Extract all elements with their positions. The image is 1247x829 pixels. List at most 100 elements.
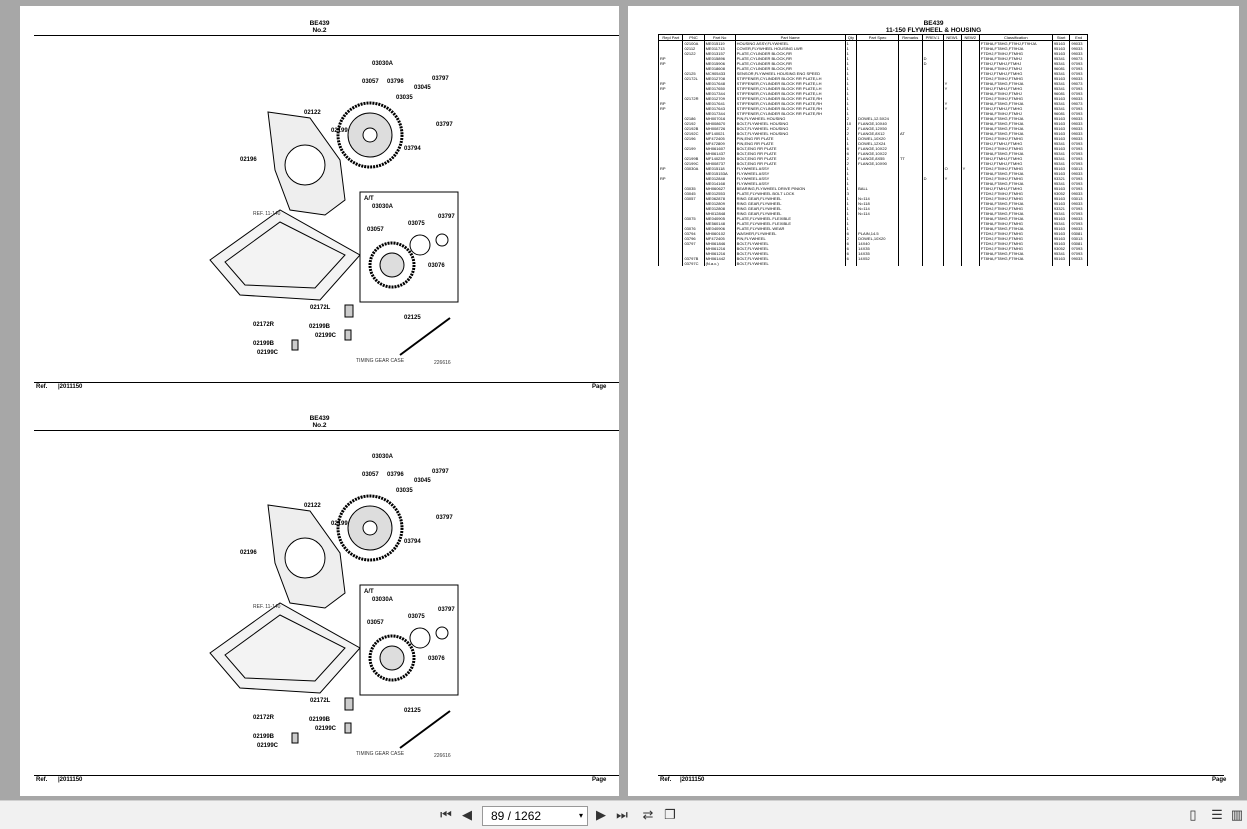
table-cell (856, 66, 899, 71)
table-cell (856, 171, 899, 176)
copy-pages-icon[interactable]: ❐ (664, 807, 676, 822)
viewer-toolbar: ⏮ ◀ 89 / 1262 ▾ ▶ ⏭ ⇄ ❐ ▯ ☰ ▥ (0, 800, 1247, 829)
column-header: Repl Part (657, 34, 684, 41)
table-cell: FT8HA,FT8HG,FT9HJA (978, 251, 1053, 256)
table-cell: 97093 (1069, 246, 1088, 251)
table-cell: Y (942, 101, 962, 106)
table-cell: FT8HA,FTMHJ,FTMHG (978, 221, 1053, 226)
table-cell: RP (657, 101, 684, 106)
table-cell (942, 126, 962, 131)
table-cell (657, 126, 684, 131)
table-cell (960, 181, 980, 186)
table-cell (657, 256, 684, 261)
table-cell: 03797 (682, 241, 705, 246)
table-cell (856, 106, 899, 111)
right-page: BE439 11-150 FLYWHEEL & HOUSING Repl Par… (628, 6, 1239, 796)
table-cell (942, 96, 962, 101)
two-page-view-icon[interactable]: ▥ (1230, 807, 1244, 822)
table-cell: 99073 (1069, 56, 1088, 61)
table-cell (856, 181, 899, 186)
table-cell (682, 181, 705, 186)
table-cell: FTDHJ,FTMHJ,FTMHG (978, 236, 1053, 241)
table-cell (960, 96, 980, 101)
table-cell: 97093 (1069, 161, 1088, 166)
table-cell (657, 241, 684, 246)
table-cell: MH061607 (703, 146, 736, 151)
callout: 02199 (331, 521, 348, 527)
table-cell: 1 (844, 51, 858, 56)
table-cell (856, 96, 899, 101)
table-cell (942, 76, 962, 81)
table-cell (960, 186, 980, 191)
table-cell (856, 101, 899, 106)
table-cell: FT8HJ,FTMHJ,FTMHG (978, 186, 1053, 191)
page-number-selector[interactable]: 89 / 1262 ▾ (482, 806, 588, 826)
table-cell: N=118 (856, 201, 899, 206)
table-cell (856, 166, 899, 171)
table-cell: 99033 (1069, 256, 1088, 261)
table-cell: ME015119 (703, 40, 736, 46)
table-cell: 99033 (1069, 131, 1088, 136)
page-label-right: Page (1212, 777, 1227, 783)
table-cell (942, 261, 962, 266)
table-cell: 02100A (682, 40, 705, 46)
first-page-icon[interactable]: ⏮ (440, 807, 452, 822)
table-cell: 99033 (1069, 191, 1088, 196)
table-cell: 97093 (1069, 66, 1088, 71)
table-cell: N=114 (856, 211, 899, 216)
single-page-view-icon[interactable]: ▯ (1189, 807, 1197, 822)
table-cell (682, 66, 705, 71)
table-cell (960, 51, 980, 56)
table-cell: 2 (844, 131, 858, 136)
table-cell: RP (657, 81, 684, 86)
table-cell: 97093 (1069, 111, 1088, 116)
table-cell: 1 (844, 226, 858, 231)
table-cell: 99033 (1069, 136, 1088, 141)
table-cell (942, 191, 962, 196)
rotate-pages-icon[interactable]: ⇄ (642, 807, 654, 822)
continuous-view-icon[interactable]: ☰ (1211, 807, 1223, 822)
next-page-icon[interactable]: ▶ (596, 807, 606, 822)
table-cell: MF140021 (703, 131, 736, 136)
table-cell: 02199 (682, 146, 705, 151)
table-cell (657, 91, 684, 96)
table-cell (682, 86, 705, 91)
table-cell: 97093 (1069, 181, 1088, 186)
ref-label-right: Ref. (660, 777, 672, 783)
table-cell (657, 96, 684, 101)
table-cell (942, 136, 962, 141)
table-cell: 99033 (1069, 171, 1088, 176)
table-cell (960, 126, 980, 131)
table-cell: N=114 (856, 206, 899, 211)
table-cell (657, 186, 684, 191)
table-cell (960, 146, 980, 151)
table-cell: MH008737 (703, 161, 736, 166)
table-cell: 1 (844, 196, 858, 201)
last-page-icon[interactable]: ⏭ (616, 807, 628, 822)
table-cell: FLANGE,10X22 (856, 146, 899, 151)
table-cell: 02196 (682, 136, 705, 141)
prev-page-icon[interactable]: ◀ (462, 807, 472, 822)
callout: 02199B (309, 324, 331, 330)
table-cell: FT8HA,FT8HG,FT9HJA (978, 131, 1053, 136)
table-cell (657, 236, 684, 241)
table-cell: FT8HA,FT8HG,FT9HJA (978, 121, 1053, 126)
table-cell: 97093 (1069, 146, 1088, 151)
table-cell: ME015153A (703, 171, 736, 176)
table-cell (856, 91, 899, 96)
table-cell (657, 116, 684, 121)
column-header: Part No (703, 34, 736, 41)
callout: 03797 (438, 607, 455, 613)
table-cell: BALL (856, 186, 899, 191)
callout: 02122 (304, 110, 321, 116)
